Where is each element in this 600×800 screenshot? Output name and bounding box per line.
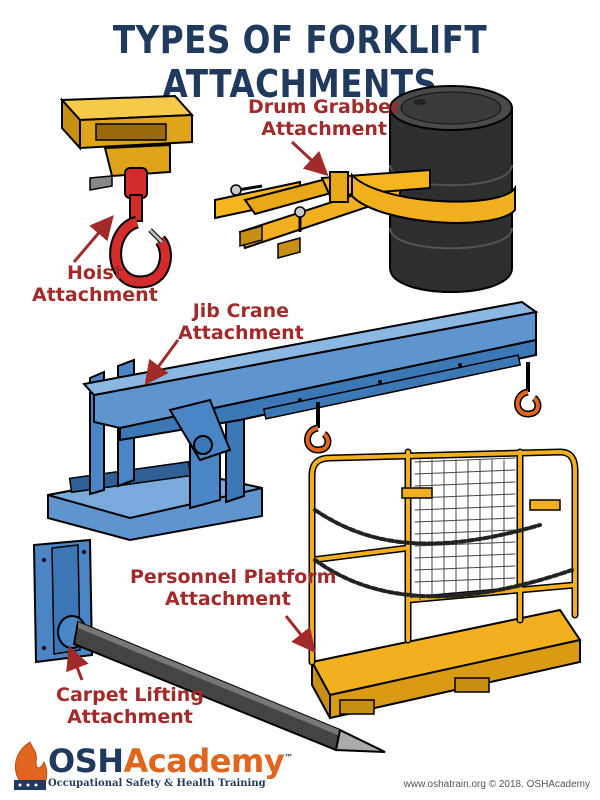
copyright-footer: www.oshatrain.org © 2018. OSHAcademy <box>403 779 590 790</box>
oshacademy-logo: OSHAcademy™ Occupational Safety & Health… <box>8 742 293 796</box>
oshacademy-flame-icon <box>14 741 48 791</box>
personnel-platform-illustration <box>308 448 582 720</box>
logo-brand-name: OSHAcademy™ <box>48 742 293 780</box>
jib-crane-illustration <box>47 300 542 542</box>
page-title: TYPES OF FORKLIFT ATTACHMENTS <box>112 18 488 106</box>
carpet-lifting-attachment-label: Carpet Lifting Attachment <box>56 684 204 728</box>
hoist-attachment-label: Hoist Attachment <box>32 262 158 306</box>
carpet-lifting-illustration <box>32 538 386 753</box>
personnel-platform-attachment-label: Personnel Platform Attachment <box>130 566 337 610</box>
drum-grabber-attachment-label: Drum Grabber Attachment <box>248 96 401 140</box>
hoist-attachment-illustration <box>59 94 195 289</box>
drum-grabber-illustration <box>214 85 516 293</box>
jib-crane-attachment-label: Jib Crane Attachment <box>178 300 304 344</box>
logo-tagline: Occupational Safety & Health Training <box>48 778 266 789</box>
